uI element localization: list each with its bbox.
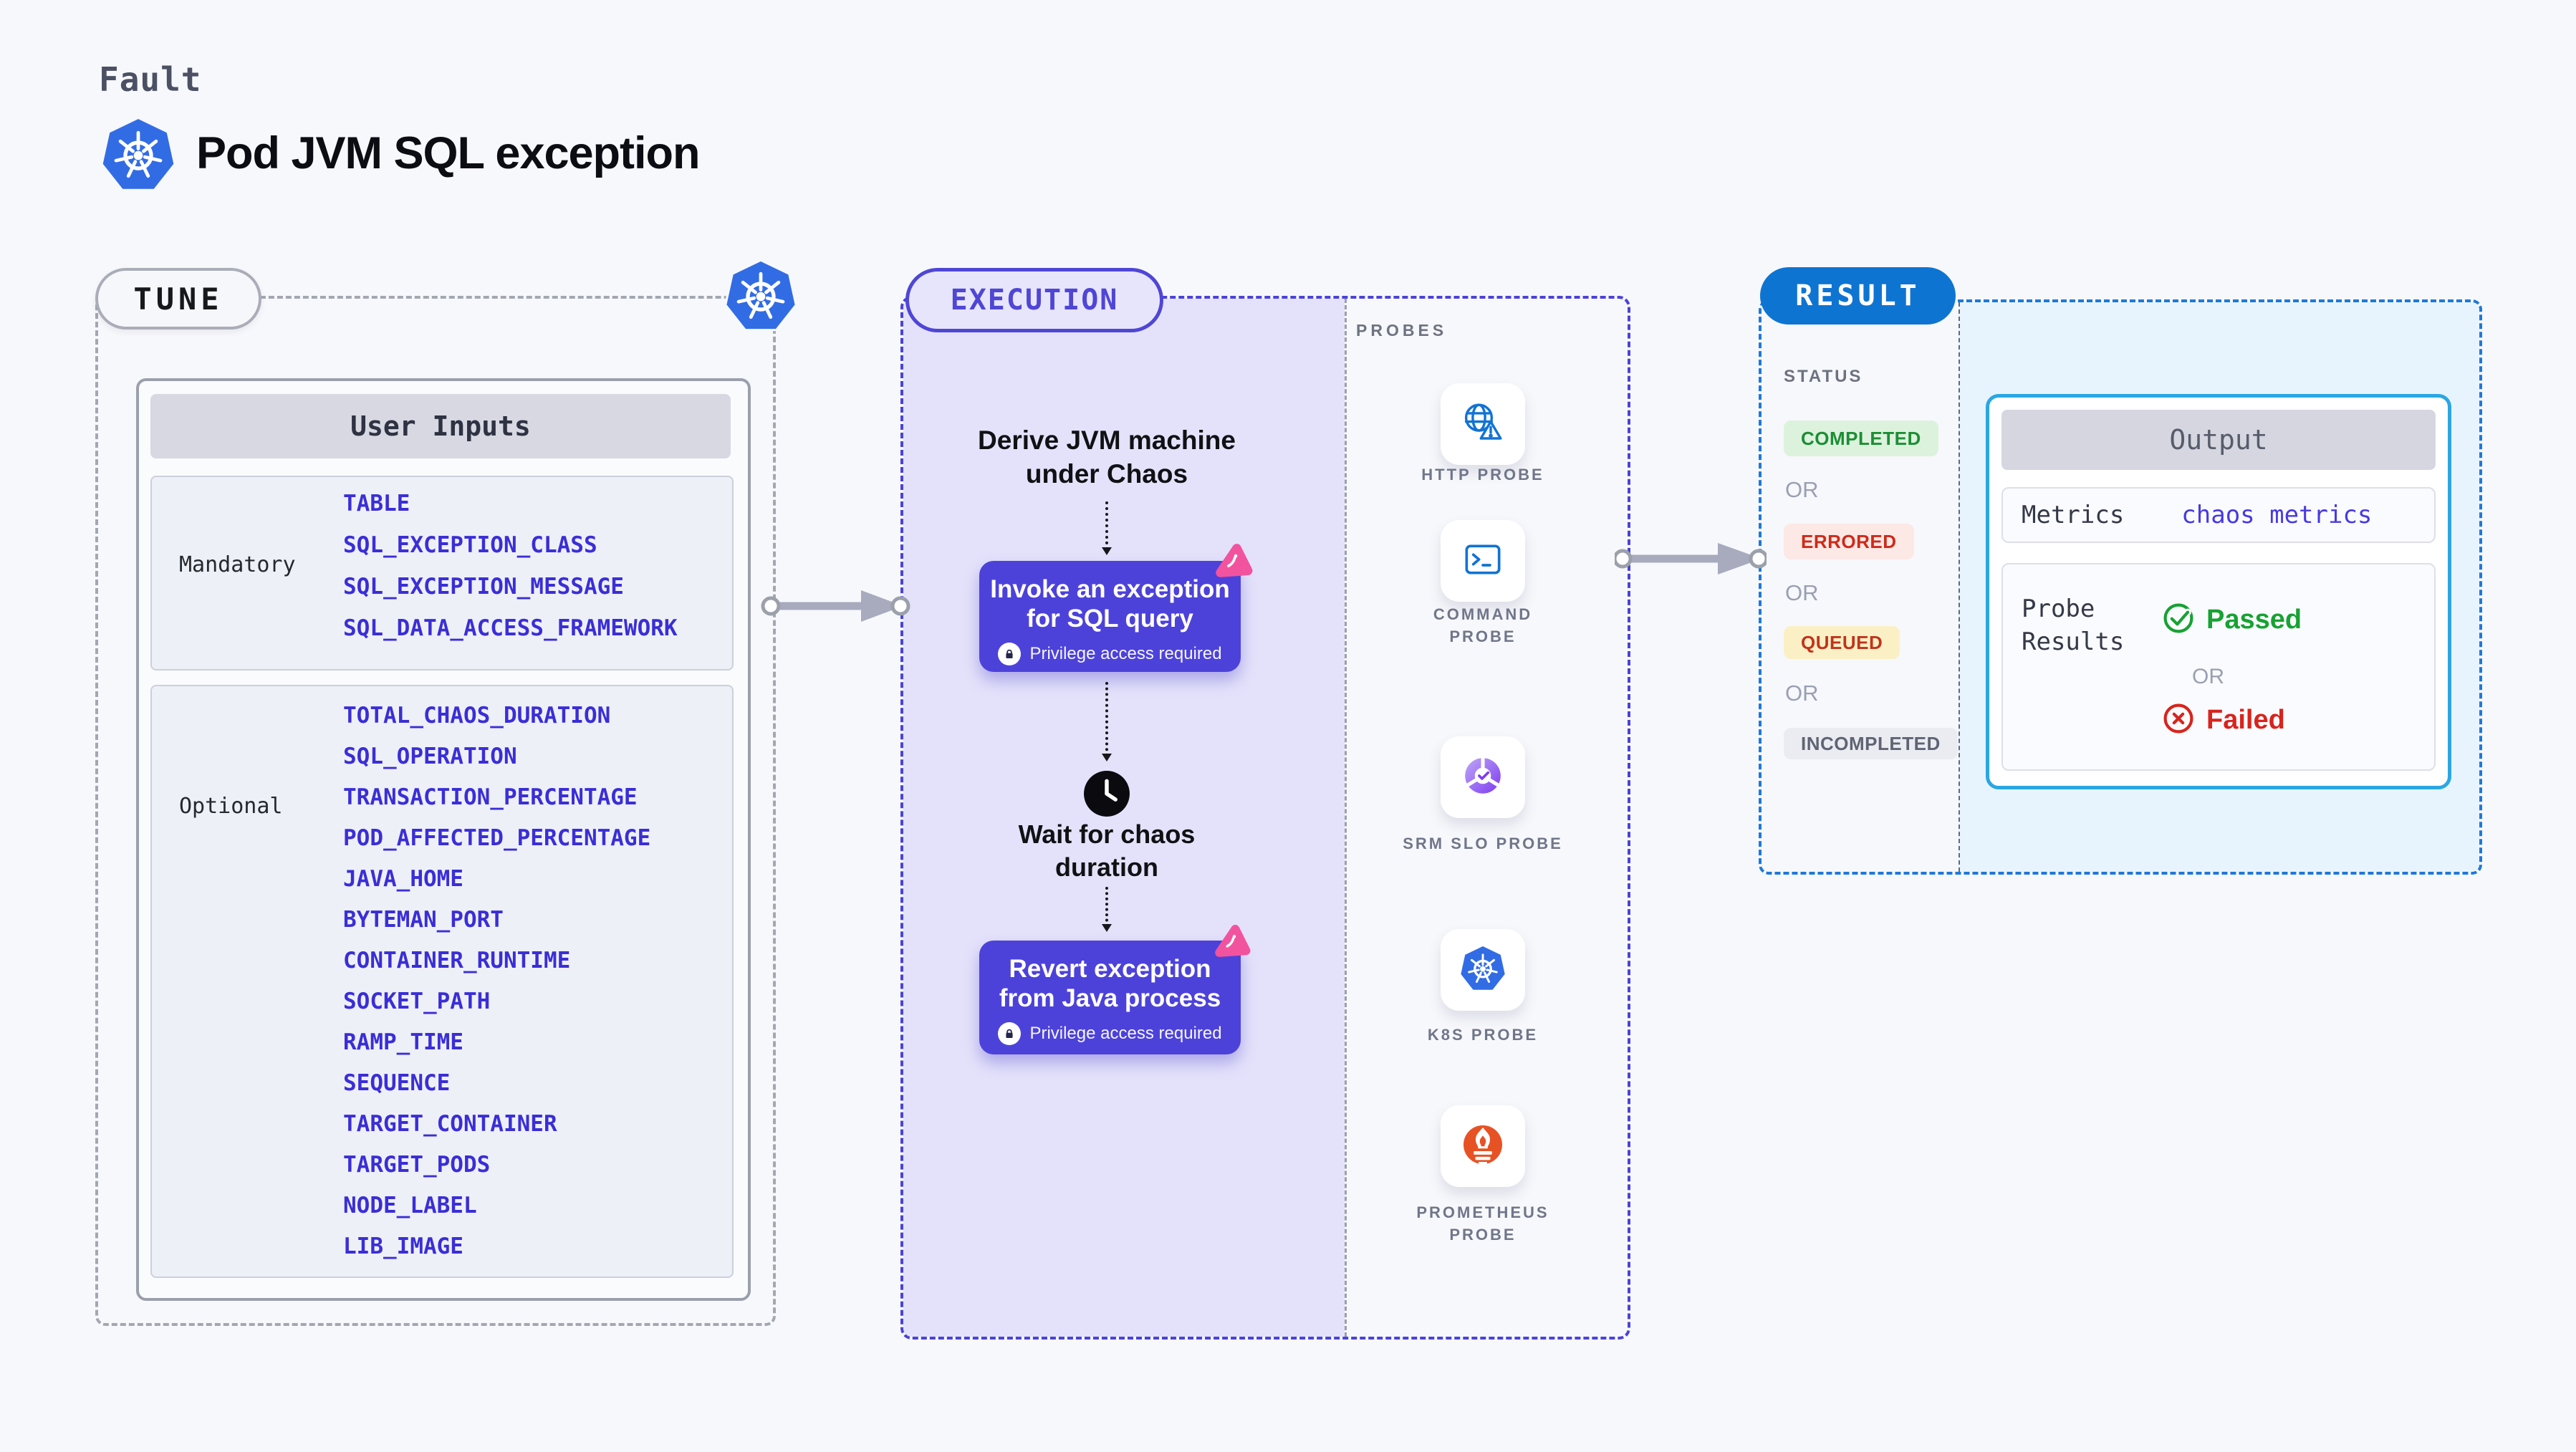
group-label: Optional bbox=[179, 794, 283, 819]
prometheus-probe-card bbox=[1441, 1105, 1525, 1187]
probe-label: COMMAND PROBE bbox=[1433, 605, 1533, 645]
privilege-note: Privilege access required bbox=[1029, 1023, 1222, 1043]
metrics-value: chaos metrics bbox=[2181, 501, 2373, 529]
kubernetes-corner-icon bbox=[723, 256, 799, 335]
passed-check-icon bbox=[2162, 602, 2195, 638]
k8s-probe-card bbox=[1441, 929, 1525, 1011]
input-variable: SQL_DATA_ACCESS_FRAMEWORK bbox=[343, 615, 678, 641]
probe-label: HTTP PROBE bbox=[1421, 466, 1544, 484]
input-variable: NODE_LABEL bbox=[343, 1192, 477, 1218]
status-badge-incompleted: INCOMPLETED bbox=[1784, 728, 1958, 759]
metrics-label: Metrics bbox=[2022, 501, 2125, 529]
flow-connector-arrow bbox=[1102, 501, 1112, 555]
wait-step-text: Wait for chaos duration bbox=[1018, 819, 1196, 882]
revert-exception-label: Revert exception from Java process bbox=[999, 955, 1221, 1012]
or-separator: OR bbox=[1785, 477, 1819, 502]
input-variable: TRANSACTION_PERCENTAGE bbox=[343, 784, 638, 810]
probe-label: PROMETHEUS PROBE bbox=[1416, 1203, 1549, 1244]
input-variable: SQL_EXCEPTION_MESSAGE bbox=[343, 574, 624, 600]
status-badge-completed: COMPLETED bbox=[1784, 420, 1938, 456]
http-probe-card bbox=[1441, 383, 1525, 465]
status-title: STATUS bbox=[1784, 367, 1863, 386]
user-inputs-title: User Inputs bbox=[150, 394, 731, 458]
invoke-exception-button[interactable]: Invoke an exception for SQL query Privil… bbox=[979, 544, 1253, 672]
input-variable: JAVA_HOME bbox=[343, 865, 463, 892]
revert-exception-button[interactable]: Revert exception from Java process Privi… bbox=[979, 925, 1251, 1054]
input-variable: TARGET_PODS bbox=[343, 1151, 491, 1178]
failed-label: Failed bbox=[2206, 705, 2285, 735]
input-variable: SOCKET_PATH bbox=[343, 988, 491, 1014]
input-variable: TOTAL_CHAOS_DURATION bbox=[343, 702, 611, 729]
input-variable: LIB_IMAGE bbox=[343, 1233, 463, 1259]
execution-probes-divider bbox=[1345, 299, 1347, 1337]
litmus-chaos-icon bbox=[1213, 923, 1252, 962]
lock-icon bbox=[998, 1021, 1022, 1045]
wait-clock-icon bbox=[1082, 769, 1131, 818]
probe-label: K8S PROBE bbox=[1427, 1026, 1539, 1044]
command-probe-card bbox=[1441, 520, 1525, 602]
result-divider bbox=[1959, 302, 1960, 872]
http-probe-icon bbox=[1459, 399, 1506, 450]
execution-section bbox=[900, 296, 1630, 1340]
input-variable: BYTEMAN_PORT bbox=[343, 906, 504, 933]
input-variable: TARGET_CONTAINER bbox=[343, 1110, 557, 1137]
litmus-chaos-icon bbox=[1215, 542, 1254, 581]
or-separator: OR bbox=[2192, 665, 2224, 688]
kubernetes-icon bbox=[100, 115, 176, 195]
input-variable: SQL_OPERATION bbox=[343, 743, 517, 769]
execution-flow-area bbox=[903, 299, 1345, 1337]
metrics-row: Metrics chaos metrics bbox=[2001, 487, 2436, 543]
failed-x-icon bbox=[2162, 702, 2195, 739]
or-separator: OR bbox=[1785, 681, 1819, 706]
input-variable: SQL_EXCEPTION_CLASS bbox=[343, 532, 597, 558]
execution-to-result-arrow bbox=[1615, 543, 1767, 574]
derive-step-text: Derive JVM machine under Chaos bbox=[978, 425, 1236, 489]
status-badge-queued: QUEUED bbox=[1784, 626, 1900, 659]
flow-connector-arrow bbox=[1102, 887, 1112, 932]
mandatory-group: Mandatory TABLE SQL_EXCEPTION_CLASS SQL_… bbox=[150, 476, 734, 670]
tune-section bbox=[95, 296, 776, 1326]
fault-eyebrow: Fault bbox=[99, 60, 202, 99]
or-separator: OR bbox=[1785, 580, 1819, 605]
group-label: Mandatory bbox=[179, 552, 296, 577]
tune-to-execution-arrow bbox=[761, 590, 910, 622]
input-variable: SEQUENCE bbox=[343, 1069, 451, 1096]
probe-results-row: Probe Results Passed OR Failed bbox=[2001, 563, 2436, 771]
command-probe-icon bbox=[1460, 537, 1506, 586]
probe-label: SRM SLO PROBE bbox=[1403, 835, 1563, 852]
srm-slo-probe-card bbox=[1441, 736, 1525, 818]
page-title: Pod JVM SQL exception bbox=[196, 128, 700, 178]
optional-group: Optional TOTAL_CHAOS_DURATION SQL_OPERAT… bbox=[150, 685, 734, 1278]
execution-pill: EXECUTION bbox=[905, 268, 1163, 332]
output-title: Output bbox=[2001, 410, 2436, 470]
srm-slo-probe-icon bbox=[1458, 751, 1508, 804]
tune-pill: TUNE bbox=[95, 268, 261, 330]
status-badge-errored: ERRORED bbox=[1784, 524, 1914, 559]
flow-connector-arrow bbox=[1102, 682, 1112, 761]
lock-icon bbox=[998, 642, 1022, 665]
input-variable: POD_AFFECTED_PERCENTAGE bbox=[343, 824, 651, 851]
invoke-exception-label: Invoke an exception for SQL query bbox=[990, 575, 1230, 633]
input-variable: RAMP_TIME bbox=[343, 1029, 463, 1055]
probes-title: PROBES bbox=[1356, 321, 1448, 340]
passed-label: Passed bbox=[2206, 605, 2302, 635]
input-variable: CONTAINER_RUNTIME bbox=[343, 947, 571, 973]
prometheus-probe-icon bbox=[1457, 1119, 1509, 1174]
k8s-probe-icon bbox=[1459, 945, 1506, 996]
result-pill: RESULT bbox=[1760, 267, 1956, 324]
input-variable: TABLE bbox=[343, 491, 410, 516]
privilege-note: Privilege access required bbox=[1029, 643, 1222, 663]
probe-results-label: Probe Results bbox=[2022, 595, 2125, 656]
